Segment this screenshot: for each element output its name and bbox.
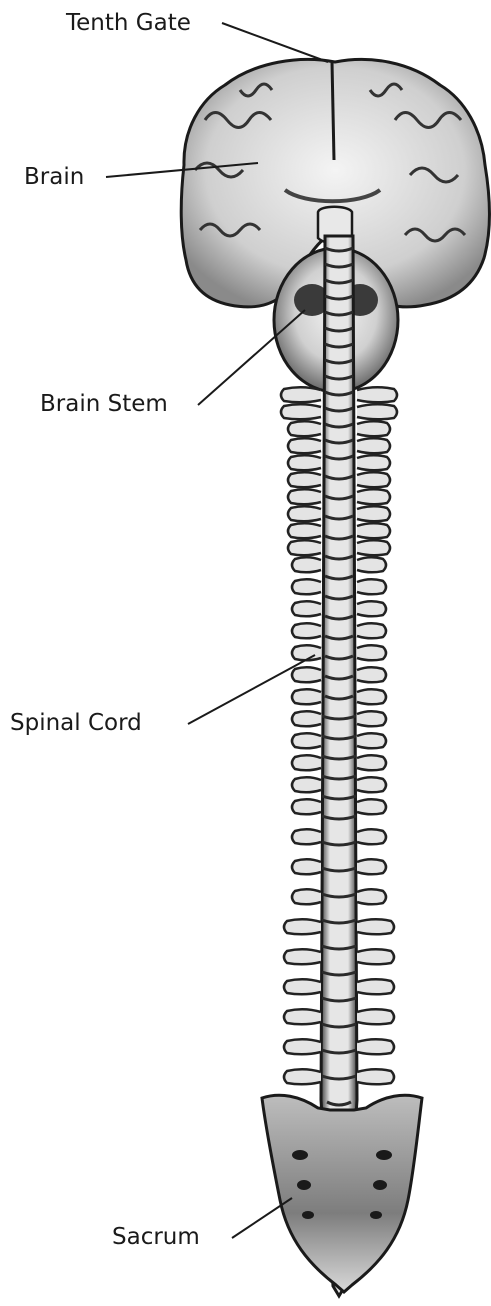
vertebra-process xyxy=(357,1009,394,1024)
vertebra-process xyxy=(292,889,321,904)
vertebra-process xyxy=(357,711,386,726)
vertebra-process xyxy=(357,889,386,904)
vertebra-process xyxy=(288,540,321,555)
vertebra-process xyxy=(357,489,390,504)
vertebra-process xyxy=(284,1009,321,1024)
vertebra-process xyxy=(357,601,386,616)
vertebra-process xyxy=(357,506,390,521)
vertebra-process xyxy=(357,472,390,487)
vertebra-process xyxy=(292,829,321,844)
vertebra-process xyxy=(357,919,394,934)
vertebra-process xyxy=(357,979,394,994)
vertebra-process xyxy=(292,799,321,814)
vertebra-process xyxy=(357,1069,394,1084)
vertebra-process xyxy=(288,506,321,521)
vertebra-process xyxy=(357,455,390,470)
vertebra-process xyxy=(357,623,386,638)
vertebra-process xyxy=(288,455,321,470)
vertebra-process xyxy=(357,755,386,770)
vertebra-process xyxy=(357,421,390,436)
vertebra-process xyxy=(288,489,321,504)
vertebra-process xyxy=(357,949,394,964)
vertebra-process xyxy=(284,979,321,994)
vertebra-process xyxy=(284,919,321,934)
label-spinal-cord: Spinal Cord xyxy=(10,712,142,735)
vertebra-process xyxy=(357,799,386,814)
vertebra-process xyxy=(284,949,321,964)
vertebra-process xyxy=(292,601,321,616)
vertebra-process xyxy=(292,557,321,572)
label-brain-stem: Brain Stem xyxy=(40,393,168,416)
vertebra-process xyxy=(288,523,321,538)
vertebra-process xyxy=(292,777,321,792)
label-tenth-gate: Tenth Gate xyxy=(66,12,191,35)
vertebra-process xyxy=(292,667,321,682)
vertebra-process xyxy=(292,755,321,770)
vertebra-process xyxy=(357,733,386,748)
vertebra-process xyxy=(357,645,386,660)
vertebra-process xyxy=(357,777,386,792)
vertebra-process xyxy=(292,859,321,874)
vertebra-process xyxy=(284,1069,321,1084)
vertebra-process xyxy=(357,387,397,402)
vertebra-process xyxy=(292,689,321,704)
vertebra-process xyxy=(357,859,386,874)
vertebra-process xyxy=(357,829,386,844)
vertebra-process xyxy=(284,1039,321,1054)
vertebra-process xyxy=(292,579,321,594)
sacrum-shape xyxy=(262,1095,422,1292)
vertebra-process xyxy=(357,523,390,538)
vertebra-process xyxy=(292,733,321,748)
vertebra-process xyxy=(357,667,386,682)
vertebra-process xyxy=(292,645,321,660)
vertebra-process xyxy=(357,438,390,453)
leader-line-sacrum xyxy=(232,1198,292,1238)
vertebra-process xyxy=(288,421,321,436)
vertebra-process xyxy=(357,540,390,555)
vertebra-process xyxy=(281,404,321,419)
vertebra-process xyxy=(288,438,321,453)
vertebra-process xyxy=(288,472,321,487)
label-sacrum: Sacrum xyxy=(112,1226,200,1249)
vertebra-process xyxy=(357,689,386,704)
leader-line-tenth-gate xyxy=(222,23,328,62)
vertebra-process xyxy=(357,1039,394,1054)
vertebra-process xyxy=(357,557,386,572)
label-brain: Brain xyxy=(24,166,84,189)
vertebra-process xyxy=(357,579,386,594)
vertebra-process xyxy=(357,404,397,419)
vertebra-process xyxy=(292,623,321,638)
vertebra-process xyxy=(281,387,321,402)
vertebra-process xyxy=(292,711,321,726)
